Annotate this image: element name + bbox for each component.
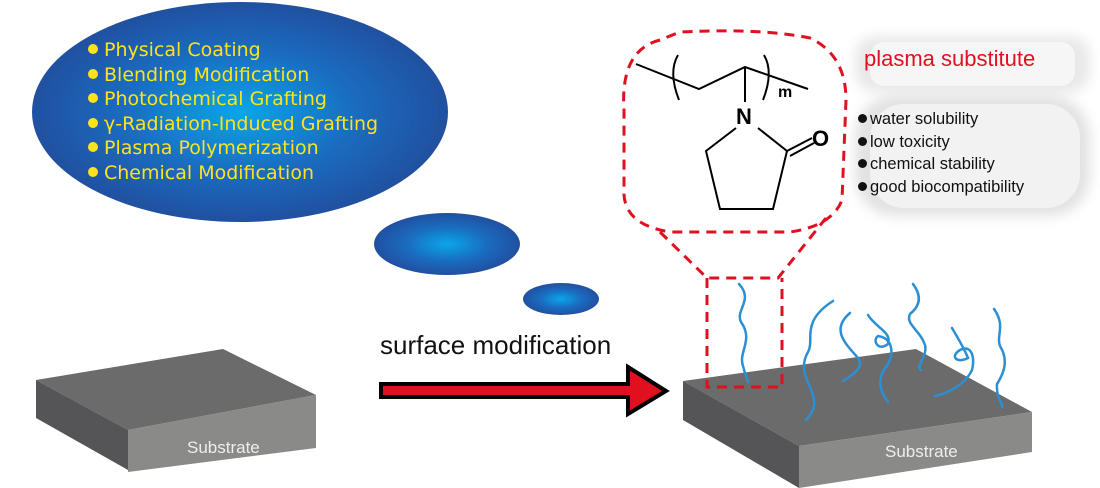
substrate-left-label: Substrate bbox=[187, 438, 260, 457]
substrate-right-label: Substrate bbox=[885, 442, 958, 461]
methods-bubble bbox=[32, 2, 448, 222]
thought-bubble-small bbox=[523, 283, 599, 315]
zoom-callout bbox=[622, 29, 848, 389]
bullet-icon bbox=[88, 93, 98, 103]
property-item: water solubility bbox=[858, 108, 1024, 131]
method-item: Physical Coating bbox=[88, 38, 378, 63]
nitrogen-atom-label: N bbox=[736, 104, 752, 129]
method-item: Blending Modification bbox=[88, 63, 378, 88]
bullet-icon bbox=[88, 44, 98, 54]
method-item: Plasma Polymerization bbox=[88, 136, 378, 161]
bullet-icon bbox=[858, 159, 867, 168]
method-item: Photochemical Grafting bbox=[88, 87, 378, 112]
bullet-icon bbox=[88, 142, 98, 152]
repeat-unit-subscript: m bbox=[778, 84, 793, 101]
substrate-right bbox=[683, 349, 1032, 488]
surface-modification-arrow bbox=[379, 363, 670, 418]
bullet-icon bbox=[88, 166, 98, 177]
property-item: chemical stability bbox=[858, 153, 1024, 176]
substrate-left bbox=[36, 349, 316, 472]
plasma-substitute-title: plasma substitute bbox=[864, 46, 1036, 71]
pvp-structure bbox=[635, 54, 815, 210]
bullet-icon bbox=[858, 136, 867, 146]
property-item: low toxicity bbox=[858, 131, 1024, 154]
bullet-icon bbox=[858, 181, 867, 191]
bullet-icon bbox=[88, 68, 98, 79]
thought-bubble-medium bbox=[374, 213, 520, 275]
oxygen-atom-label: O bbox=[812, 126, 830, 151]
arrow-label: surface modification bbox=[380, 330, 612, 360]
property-item: good biocompatibility bbox=[858, 176, 1024, 199]
methods-list: Physical Coating Blending Modification P… bbox=[88, 38, 378, 185]
properties-list: water solubility low toxicity chemical s… bbox=[858, 108, 1024, 198]
polymer-chains bbox=[737, 282, 1007, 422]
bullet-icon bbox=[88, 117, 98, 128]
bullet-icon bbox=[858, 114, 867, 123]
method-item: γ-Radiation-Induced Grafting bbox=[88, 112, 378, 137]
method-item: Chemical Modification bbox=[88, 161, 378, 186]
